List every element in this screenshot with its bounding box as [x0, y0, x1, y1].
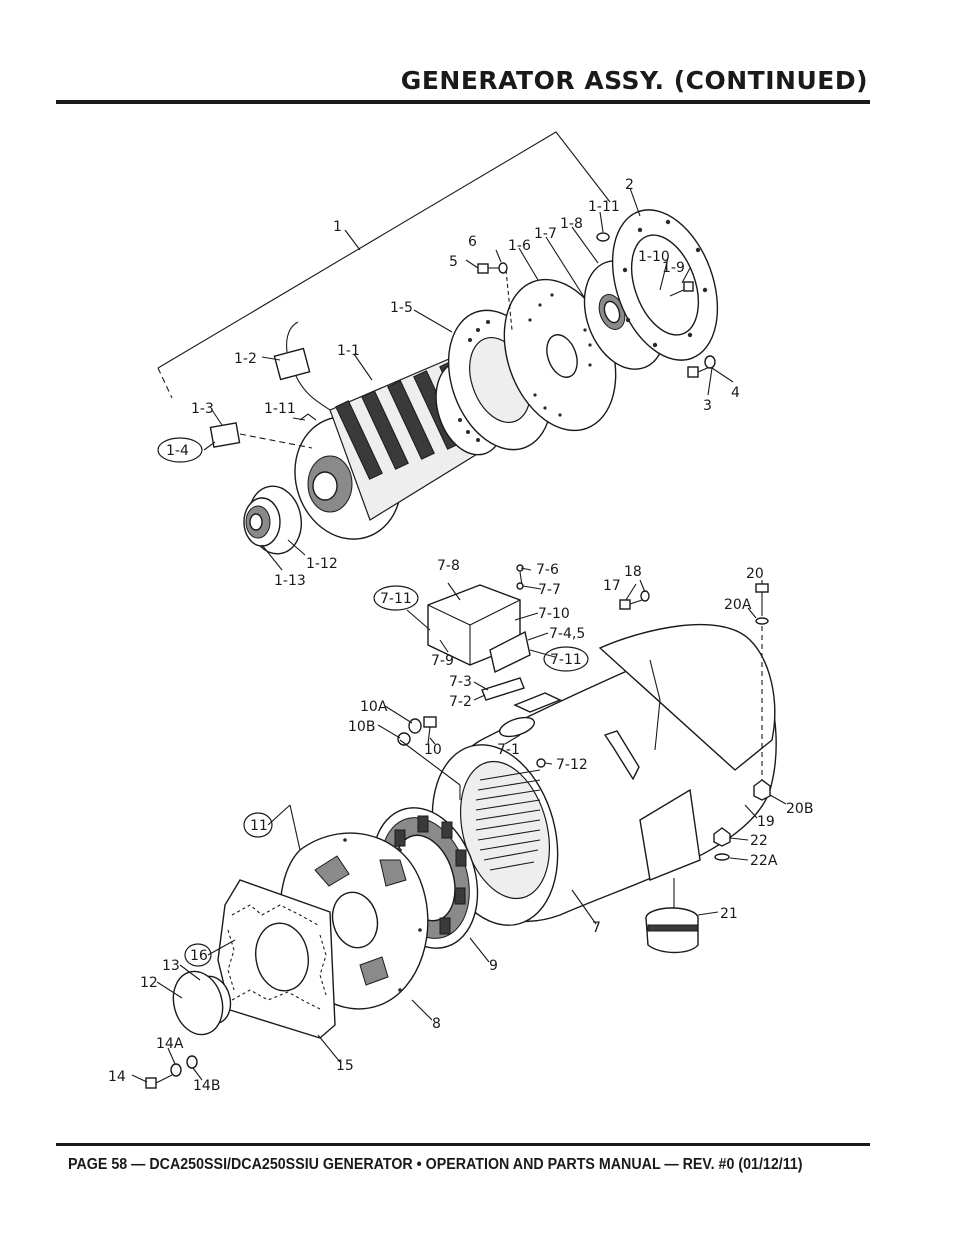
callout-1-1: 1-1: [337, 343, 360, 359]
page-title: GENERATOR ASSY. (CONTINUED): [400, 66, 868, 95]
callout-14A: 14A: [156, 1036, 184, 1052]
callout-20: 20: [746, 566, 764, 582]
callout-16: 16: [190, 948, 208, 964]
callout-17: 17: [603, 578, 621, 594]
callout-1-4: 1-4: [166, 443, 189, 459]
callout-7-12: 7-12: [556, 757, 588, 773]
callout-circles: [157, 437, 589, 967]
callout-8: 8: [432, 1016, 441, 1032]
callout-20A: 20A: [724, 597, 752, 613]
stator-housing-7: [431, 623, 777, 926]
footer-rule: [56, 1143, 870, 1146]
callout-3: 3: [703, 398, 712, 414]
callout-7-9: 7-9: [431, 653, 454, 669]
callout-1-11-lower: 1-11: [264, 401, 296, 417]
callout-1: 1: [333, 219, 342, 235]
callout-labels: 1 1-1 1-2 1-3 1-4 1-5 1-6 1-7 1-8 1-9 1-…: [108, 177, 813, 1094]
callout-1-2: 1-2: [234, 351, 257, 367]
rotor-assembly-bracket: [157, 131, 611, 399]
callout-22A: 22A: [750, 853, 778, 869]
terminal-cover-7-8: [427, 564, 531, 701]
callout-21: 21: [720, 906, 738, 922]
callout-1-3: 1-3: [191, 401, 214, 417]
callout-7-2: 7-2: [449, 694, 472, 710]
callout-18: 18: [624, 564, 642, 580]
callout-7-8: 7-8: [437, 558, 460, 574]
callout-5: 5: [449, 254, 458, 270]
bearing-bracket-1-12: [243, 485, 302, 555]
bell-housing-2: [611, 209, 719, 361]
callout-7-1: 7-1: [497, 742, 520, 758]
page-footer: PAGE 58 — DCA250SSI/DCA250SSIU GENERATOR…: [68, 1156, 803, 1173]
header-rule: [56, 100, 870, 104]
callout-10: 10: [424, 742, 442, 758]
callout-15: 15: [336, 1058, 354, 1074]
callout-11: 11: [250, 818, 268, 834]
callout-1-12: 1-12: [306, 556, 338, 572]
callout-7-10: 7-10: [538, 606, 570, 622]
callout-14B: 14B: [193, 1078, 220, 1094]
callout-1-5: 1-5: [390, 300, 413, 316]
callout-7-11-right: 7-11: [550, 652, 582, 668]
callout-20B: 20B: [786, 801, 813, 817]
callout-13: 13: [162, 958, 180, 974]
callout-22: 22: [750, 833, 768, 849]
callout-19: 19: [757, 814, 775, 830]
callout-7-3: 7-3: [449, 674, 472, 690]
callout-7: 7: [592, 920, 601, 936]
callout-9: 9: [489, 958, 498, 974]
callout-1-6: 1-6: [508, 238, 531, 254]
callout-10A: 10A: [360, 699, 388, 715]
callout-7-4-5: 7-4,5: [549, 626, 585, 642]
callout-1-10: 1-10: [638, 249, 670, 265]
callout-12: 12: [140, 975, 158, 991]
callout-14: 14: [108, 1069, 126, 1085]
callout-1-8: 1-8: [560, 216, 583, 232]
callout-10B: 10B: [348, 719, 375, 735]
cover-plate-15: [217, 879, 336, 1039]
leader-lines: [131, 187, 787, 1083]
callout-7-7: 7-7: [538, 582, 561, 598]
callout-1-13: 1-13: [274, 573, 306, 589]
callout-6: 6: [468, 234, 477, 250]
callout-4: 4: [731, 385, 740, 401]
callout-1-9: 1-9: [662, 260, 685, 276]
lower-hardware: [397, 583, 771, 954]
upper-hardware: [209, 232, 716, 449]
callout-7-11-left: 7-11: [380, 591, 412, 607]
callout-2: 2: [625, 177, 634, 193]
callout-1-7: 1-7: [534, 226, 557, 242]
callout-1-11-top: 1-11: [588, 199, 620, 215]
callout-7-6: 7-6: [536, 562, 559, 578]
